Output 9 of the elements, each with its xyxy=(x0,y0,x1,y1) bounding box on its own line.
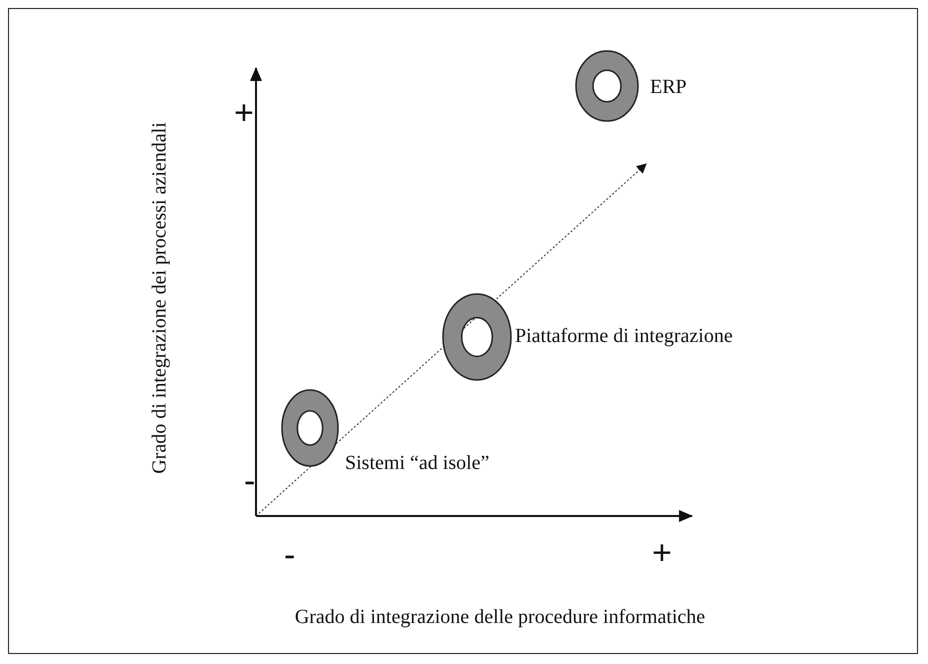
plus-sign: + xyxy=(234,96,254,130)
ring-caption: Piattaforme di integrazione xyxy=(515,325,733,348)
axis-title: Grado di integrazione delle procedure informatiche xyxy=(294,606,706,629)
plus-sign: + xyxy=(652,536,672,570)
axis-title: Grado di integrazione dei processi aziendali xyxy=(148,122,172,474)
ring-caption: Sistemi “ad isole” xyxy=(345,452,490,475)
ring-caption: ERP xyxy=(650,76,687,99)
minus-sign: - xyxy=(244,464,256,498)
minus-sign: - xyxy=(284,538,296,572)
